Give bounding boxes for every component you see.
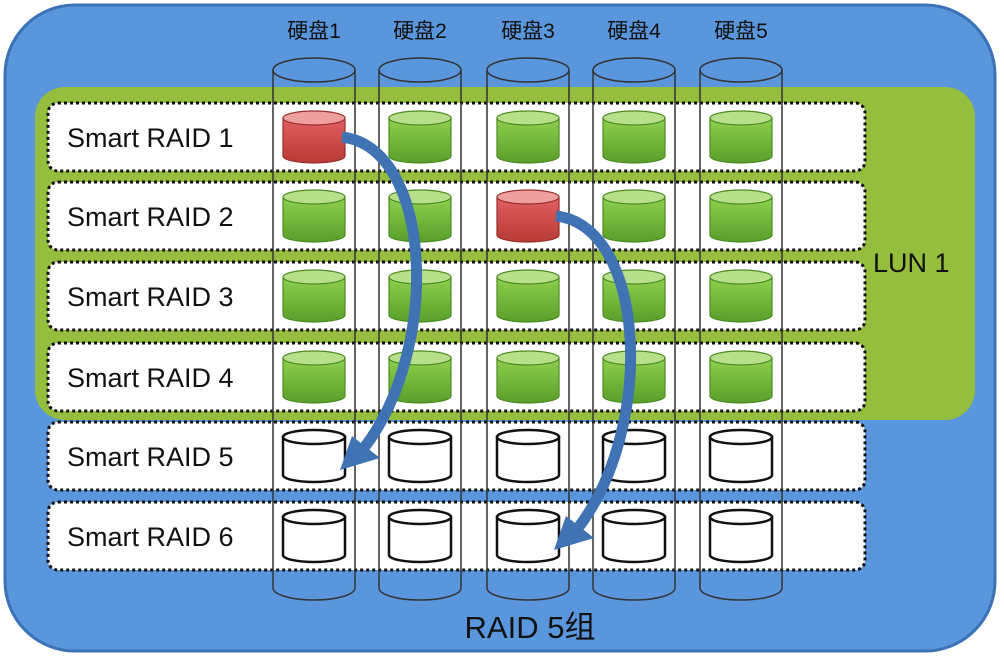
row-label: Smart RAID 1 (67, 123, 234, 153)
disk-cylinder (699, 70, 783, 601)
chunk-free (495, 428, 561, 484)
disk-cylinder (272, 70, 356, 601)
chunk-free (708, 428, 774, 484)
disk-label: 硬盘3 (501, 20, 555, 43)
disk-label: 硬盘1 (287, 20, 341, 43)
chunk-used (602, 269, 666, 323)
row-label: Smart RAID 4 (67, 363, 234, 393)
chunk-used (496, 269, 560, 323)
disk-column: 硬盘4 (592, 20, 676, 601)
row-label: Smart RAID 2 (67, 202, 234, 232)
disk-cylinder (486, 70, 570, 601)
disk-cylinder-top (378, 57, 462, 83)
chunk-failed (496, 189, 560, 243)
chunk-free (708, 508, 774, 564)
chunk-used (282, 269, 346, 323)
disk-label: 硬盘4 (607, 20, 661, 43)
chunk-free (495, 508, 561, 564)
chunk-used (282, 189, 346, 243)
chunk-failed (282, 110, 346, 164)
chunk-used (602, 110, 666, 164)
chunk-used (388, 110, 452, 164)
chunk-used (709, 269, 773, 323)
chunk-free (281, 428, 347, 484)
disk-column: 硬盘1 (272, 20, 356, 601)
disk-cylinder (378, 70, 462, 601)
disk-label: 硬盘2 (393, 20, 447, 43)
lun-label: LUN 1 (873, 248, 950, 278)
chunk-used (602, 189, 666, 243)
chunk-free (387, 508, 453, 564)
chunk-used (496, 350, 560, 404)
migration-arrow (554, 210, 636, 550)
raid-group-label: RAID 5组 (465, 610, 596, 645)
row-label: Smart RAID 5 (67, 442, 234, 472)
disk-column: 硬盘3 (486, 20, 570, 601)
chunk-used (496, 110, 560, 164)
disk-column: 硬盘2 (378, 20, 462, 601)
disk-cylinder-top (699, 57, 783, 83)
chunk-free (601, 508, 667, 564)
row-label: Smart RAID 6 (67, 522, 234, 552)
disk-cylinder-top (486, 57, 570, 83)
disk-cylinder-top (592, 57, 676, 83)
chunk-free (387, 428, 453, 484)
disk-column: 硬盘5 (699, 20, 783, 601)
chunk-used (709, 189, 773, 243)
chunk-used (709, 110, 773, 164)
disk-cylinder (592, 70, 676, 601)
chunk-used (282, 350, 346, 404)
disk-label: 硬盘5 (714, 20, 768, 43)
disk-cylinder-top (272, 57, 356, 83)
chunk-free (281, 508, 347, 564)
row-label: Smart RAID 3 (67, 282, 234, 312)
migration-arrow (340, 131, 422, 470)
chunk-used (709, 350, 773, 404)
chunk-used (388, 189, 452, 243)
